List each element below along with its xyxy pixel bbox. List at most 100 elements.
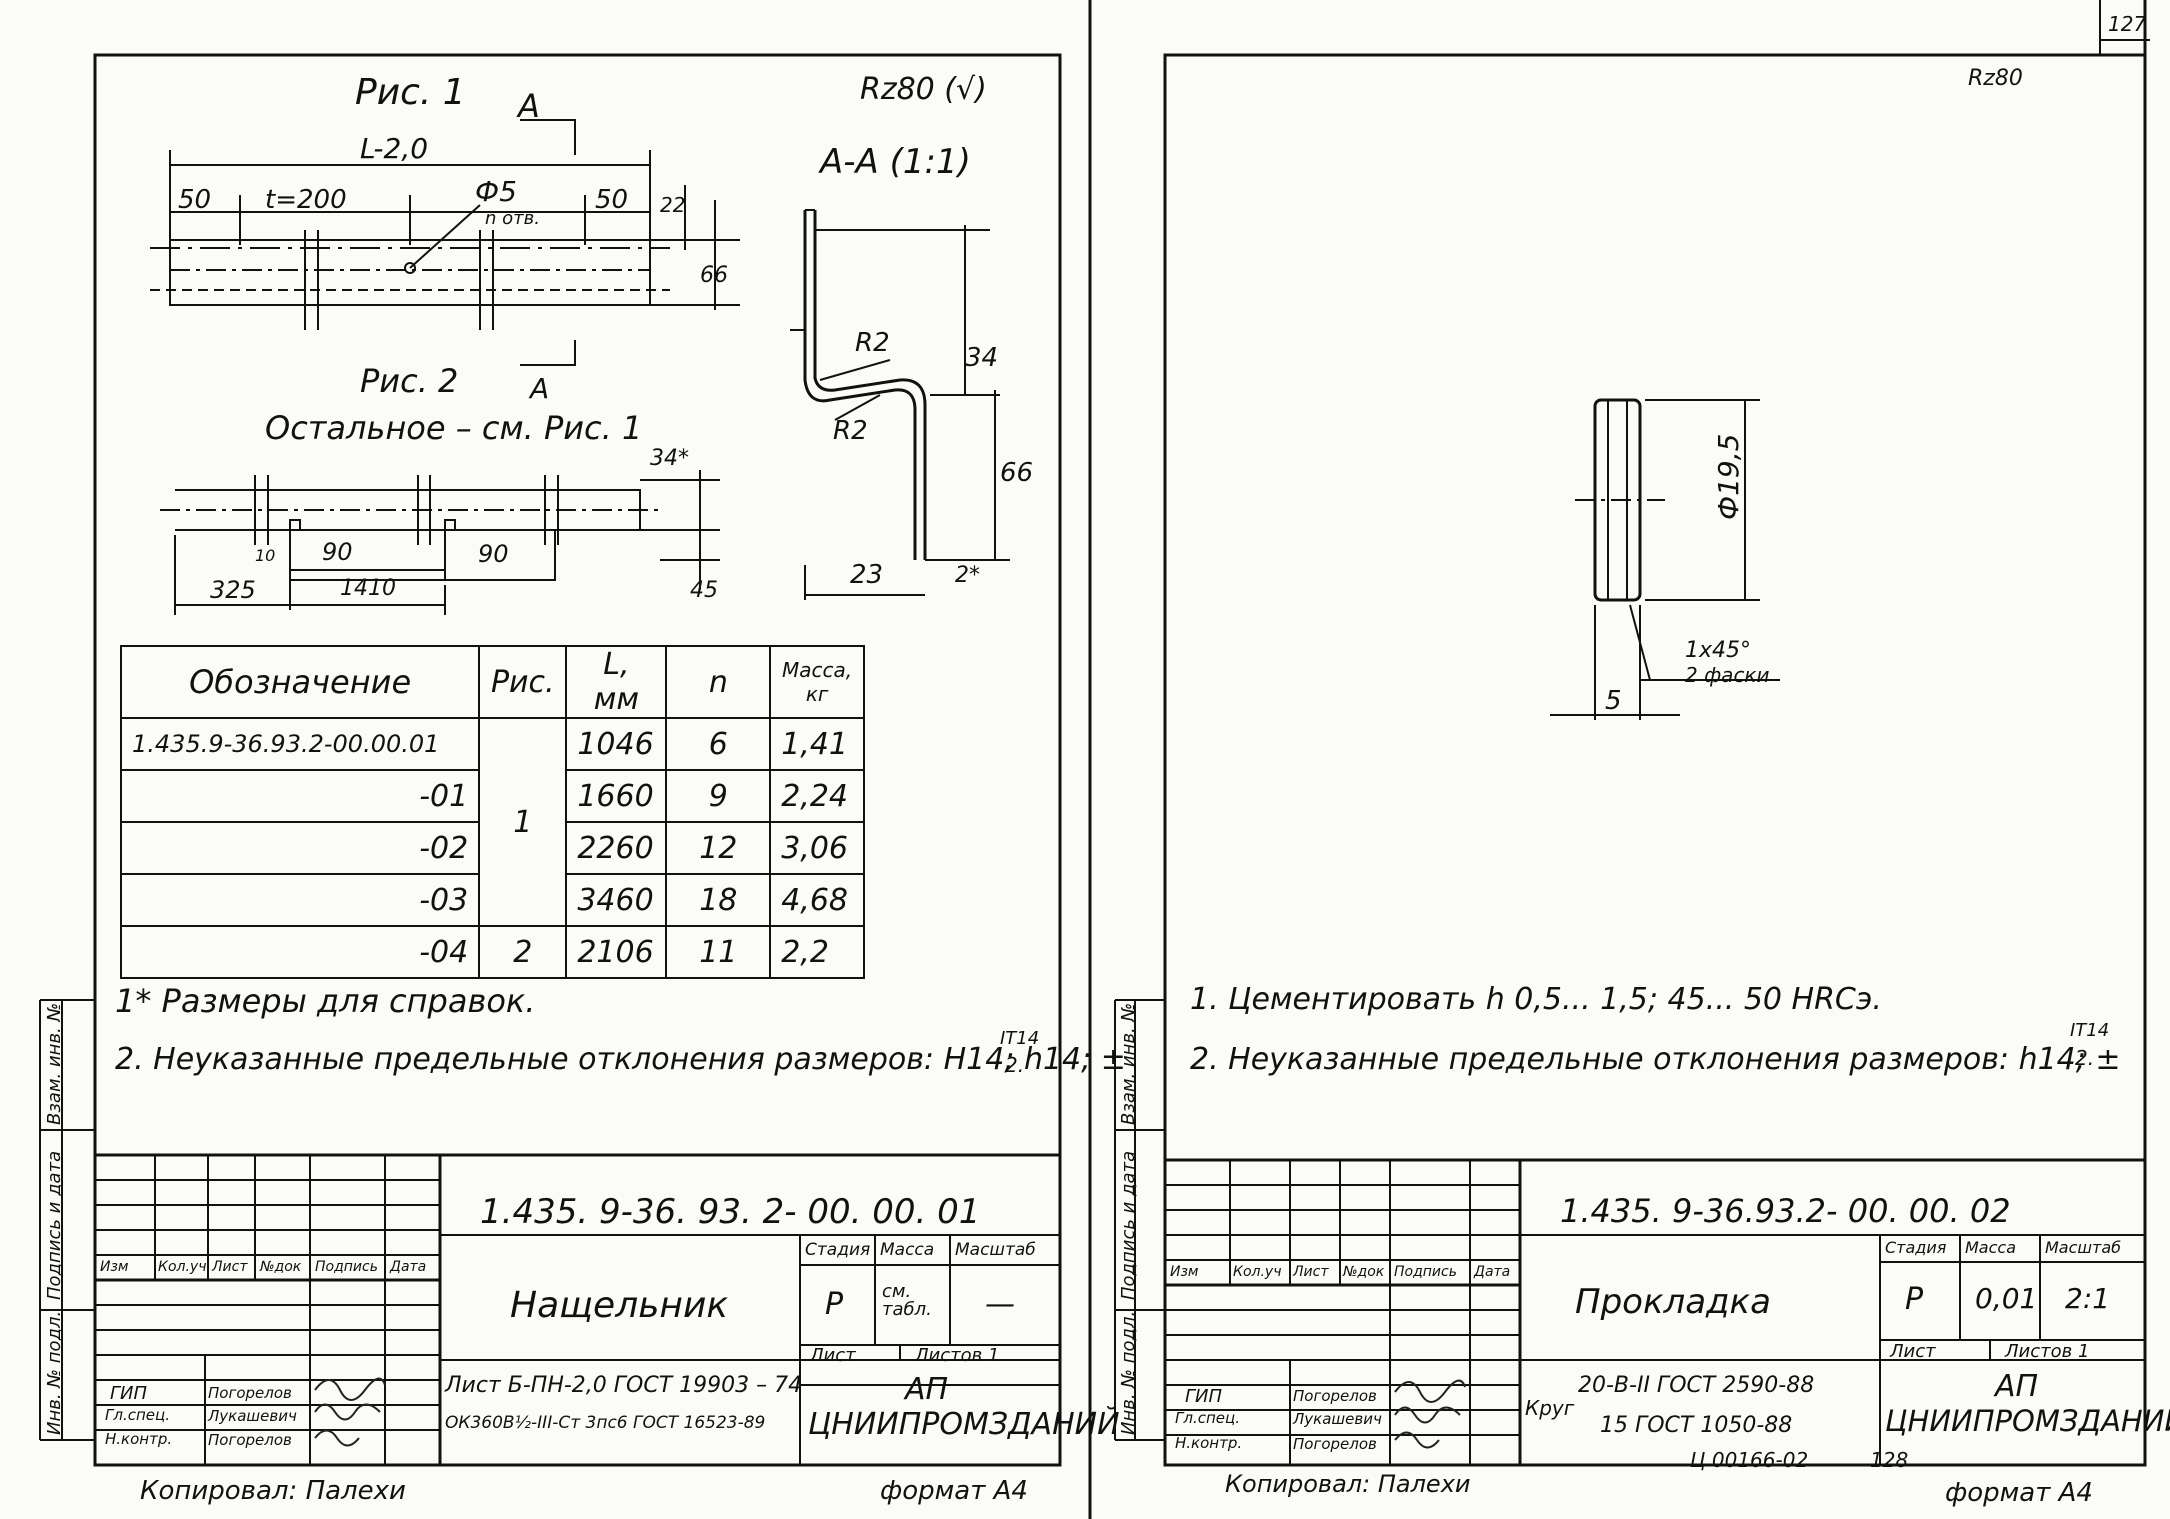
table-cell: 1660 xyxy=(565,769,668,823)
table-cell: 3460 xyxy=(565,873,668,927)
dim-chamfer-note: 2 фаски xyxy=(1685,663,1770,687)
left-tb-org2: ЦНИИПРОМЗДАНИЙ xyxy=(808,1407,1120,1442)
right-tb-name1: Погорелов xyxy=(1293,1387,1377,1405)
left-tb-sheets: Листов 1 xyxy=(915,1345,1000,1366)
dim-34s: 34* xyxy=(650,446,689,471)
roughness-right: Rz80 xyxy=(1968,66,2023,91)
left-note-2-frac-num: IT14 xyxy=(1000,1028,1040,1049)
right-tb-name: Прокладка xyxy=(1575,1282,1771,1322)
right-tb-name3: Погорелов xyxy=(1293,1435,1377,1453)
table-header: Рис. xyxy=(478,645,568,719)
table-row: -03 3460 18 4,68 xyxy=(119,873,865,927)
dim-length: L-2,0 xyxy=(360,132,429,165)
table-header: L, мм xyxy=(565,645,668,719)
left-tb-material1: Лист Б-ПН-2,0 ГОСТ 19903 – 74 xyxy=(445,1373,803,1398)
sec-66: 66 xyxy=(1000,458,1034,488)
table-cell: 1.435.9-36.93.2-00.00.01 xyxy=(119,717,481,771)
right-tb-hdr: Подпись xyxy=(1394,1264,1457,1280)
left-tb-name3: Погорелов xyxy=(208,1431,292,1449)
right-note-2-frac-num: IT14 xyxy=(2070,1020,2110,1041)
table-row: -02 2260 12 3,06 xyxy=(119,821,865,875)
sec-23: 23 xyxy=(850,560,884,590)
table-row: 1.435.9-36.93.2-00.00.01 1 1046 6 1,41 xyxy=(119,717,865,927)
left-tb-sheet: Лист xyxy=(810,1345,856,1366)
page-number: 127 xyxy=(2108,12,2147,36)
left-margin-label: Взам. инв. № xyxy=(44,1002,65,1125)
right-tb-role3: Н.контр. xyxy=(1175,1434,1243,1452)
left-note-1: 1* Размеры для справок. xyxy=(115,982,536,1020)
left-margin-label: Инв. № подл. xyxy=(44,1310,65,1435)
right-tb-org1: АП xyxy=(1995,1369,2039,1404)
dim-end-left: 50 xyxy=(178,185,212,215)
dim-chamfer: 1x45° xyxy=(1685,638,1752,663)
right-tb-col-stage: Стадия xyxy=(1885,1238,1947,1257)
left-tb-hdr: Изм xyxy=(100,1259,129,1275)
left-tb-org1: АП xyxy=(905,1372,949,1407)
table-cell: 1,41 xyxy=(769,717,865,771)
right-copied: Копировал: Палехи xyxy=(1225,1470,1471,1498)
left-tb-col-scale: Масштаб xyxy=(955,1240,1036,1260)
left-note-2: 2. Неуказанные предельные отклонения раз… xyxy=(115,1042,1126,1077)
table-header: Масса, кг xyxy=(769,645,865,719)
dim-90b: 90 xyxy=(478,540,509,568)
fig1-title: Рис. 1 xyxy=(355,72,466,113)
table-cell: 2,24 xyxy=(769,769,865,823)
right-note-2: 2. Неуказанные предельные отклонения раз… xyxy=(1190,1042,2121,1077)
table-cell: 11 xyxy=(665,925,772,979)
right-margin-label: Взам. инв. № xyxy=(1118,1002,1139,1125)
table-row: -04 2 2106 11 2,2 xyxy=(119,925,865,979)
dim-pitch: t=200 xyxy=(265,185,347,215)
sec-34: 34 xyxy=(965,343,999,373)
fig2-title: Рис. 2 xyxy=(360,362,459,400)
dim-5: 5 xyxy=(1605,686,1622,716)
spec-table: Обозначение Рис. L, мм n Масса, кг 1.435… xyxy=(119,645,865,979)
right-tb-col-mass: Масса xyxy=(1965,1238,2017,1257)
left-tb-material2: ОК360В½-III-Ст 3пс6 ГОСТ 16523-89 xyxy=(445,1413,766,1433)
dim-h66: 66 xyxy=(700,263,728,288)
left-tb-col-stage: Стадия xyxy=(805,1240,871,1260)
left-tb-hdr: Дата xyxy=(390,1259,427,1275)
right-tb-mass: 0,01 xyxy=(1975,1282,2038,1315)
left-tb-name: Нащельник xyxy=(510,1285,729,1326)
right-tb-sheet: Лист xyxy=(1890,1341,1936,1362)
right-tb-code: 1.435. 9-36.93.2- 00. 00. 02 xyxy=(1560,1192,2011,1230)
left-tb-role1: ГИП xyxy=(110,1383,148,1404)
dim-1410: 1410 xyxy=(340,576,396,601)
table-cell: -02 xyxy=(119,821,481,875)
dim-h22: 22 xyxy=(660,193,686,217)
right-tb-mat-prefix: Круг xyxy=(1525,1396,1575,1420)
dim-hole: Ф5 xyxy=(475,175,517,208)
table-cell: -03 xyxy=(119,873,481,927)
right-tb-sheets: Листов 1 xyxy=(2005,1341,2090,1362)
left-tb-col-mass: Масса xyxy=(880,1240,935,1260)
left-format: формат А4 xyxy=(880,1476,1028,1506)
right-tb-hdr: Дата xyxy=(1474,1264,1511,1280)
table-cell: 2 xyxy=(478,925,568,979)
table-cell: 1046 xyxy=(565,717,668,771)
table-cell: 18 xyxy=(665,873,772,927)
table-cell: 3,06 xyxy=(769,821,865,875)
right-tb-hdr: №док xyxy=(1343,1264,1385,1280)
right-tb-col-scale: Масштаб xyxy=(2045,1238,2122,1257)
right-margin-label: Подпись и дата xyxy=(1118,1150,1139,1300)
left-tb-hdr: Кол.уч xyxy=(158,1259,207,1275)
table-cell: 2260 xyxy=(565,821,668,875)
dim-90a: 90 xyxy=(322,538,353,566)
dim-45: 45 xyxy=(690,578,718,603)
right-bottom-code: Ц 00166-02 xyxy=(1690,1448,1809,1472)
left-tb-mass: см. табл. xyxy=(882,1281,932,1320)
table-cell: -01 xyxy=(119,769,481,823)
table-row: -01 1660 9 2,24 xyxy=(119,769,865,823)
dim-end-right: 50 xyxy=(595,185,629,215)
left-copied: Копировал: Палехи xyxy=(140,1476,406,1506)
left-margin-label: Подпись и дата xyxy=(44,1150,65,1300)
table-cell: 9 xyxy=(665,769,772,823)
table-cell: 4,68 xyxy=(769,873,865,927)
right-tb-scale: 2:1 xyxy=(2065,1282,2111,1315)
sec-R2b: R2 xyxy=(833,416,868,446)
left-tb-hdr: №док xyxy=(260,1259,302,1275)
left-note-2-frac-den: 2. xyxy=(1005,1053,1025,1077)
left-tb-role2: Гл.спец. xyxy=(105,1406,170,1424)
dim-325: 325 xyxy=(210,576,256,604)
